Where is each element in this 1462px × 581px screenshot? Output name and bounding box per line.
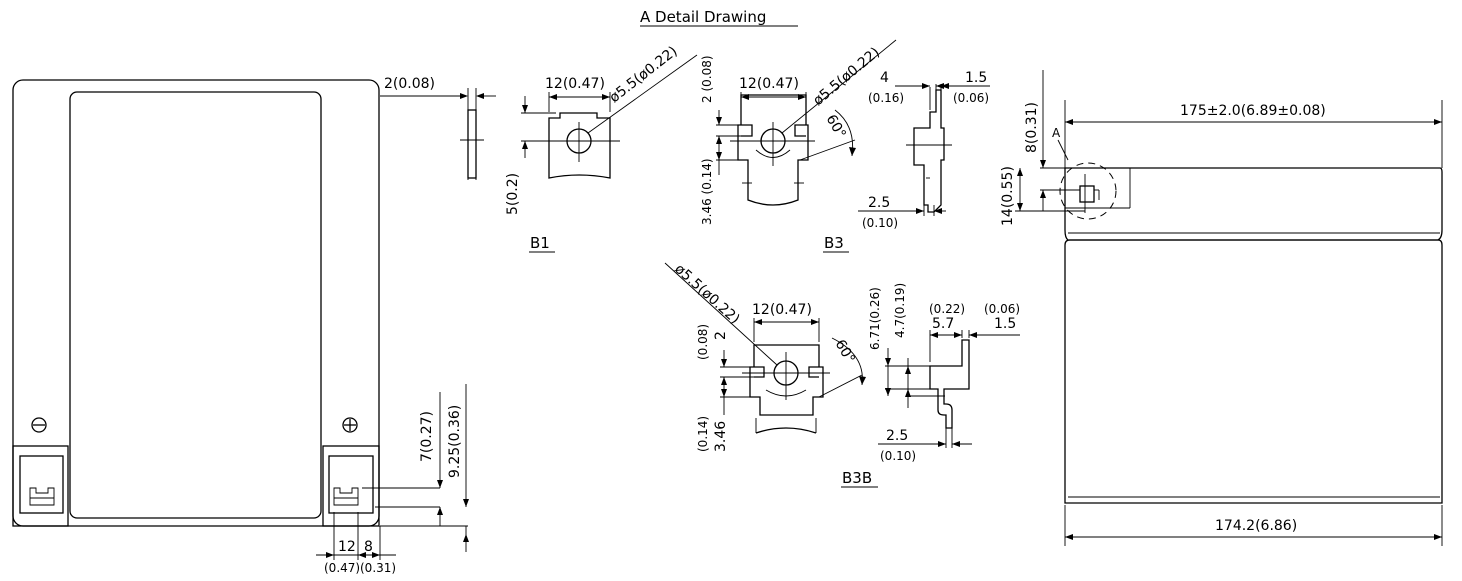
b3b-w25-in: (0.10): [880, 449, 916, 463]
b3b-h47: 4.7(0.19): [893, 283, 907, 338]
b3-mid: 3.46 (0.14): [700, 158, 714, 225]
b3-top: 2 (0.08): [700, 55, 714, 103]
b3-label: B3: [824, 234, 844, 252]
detail-b1: 12(0.47) ø5.5(ø0.22) 5(0.2) B1: [505, 43, 698, 253]
dim-w8: 8: [364, 539, 373, 555]
dim-h1: 7(0.27): [419, 411, 435, 462]
b1-label: B1: [530, 234, 550, 252]
b3-angle: 60°: [823, 112, 849, 142]
side-view: A 175±2.0(6.89±0.08) 8(0.31) 14(0.55) 17…: [1000, 70, 1443, 546]
terminal-height: 14(0.55): [1000, 166, 1016, 226]
b1-height: 5(0.2): [505, 173, 521, 215]
b3-side-15-in: (0.06): [953, 91, 989, 105]
b3-side-4: 4: [880, 70, 889, 86]
b3b-w15: 1.5: [994, 316, 1016, 332]
detail-b3b: 12(0.47) ø5.5(ø0.22) 60° 2 (0.08) 3.46 (…: [664, 261, 1020, 488]
b3-side-25: 2.5: [868, 195, 890, 211]
dim-w12-in: (0.47): [324, 561, 360, 575]
b3b-top: 2: [713, 331, 729, 340]
dim-top-gap: 2(0.08): [384, 76, 435, 92]
dim-w12: 12: [338, 539, 356, 555]
b3b-top-in: (0.08): [696, 324, 710, 360]
total-height: 175±2.0(6.89±0.08): [1180, 103, 1326, 119]
drawing-title: A Detail Drawing: [640, 8, 766, 26]
dim-w8-in: (0.31): [360, 561, 396, 575]
negative-icon: [31, 417, 47, 433]
b3b-width: 12(0.47): [752, 302, 812, 318]
b3-side-25-in: (0.10): [862, 216, 898, 230]
dim-h2: 9.25(0.36): [447, 405, 463, 478]
b3b-hole: ø5.5(ø0.22): [671, 261, 742, 327]
b3b-h671: 6.71(0.26): [868, 287, 882, 350]
front-view: 2(0.08) 7(0.27) 9.25(0.36) 12 8 (0.47): [12, 76, 496, 575]
b3-width: 12(0.47): [739, 76, 799, 92]
detail-marker-a: A: [1052, 126, 1061, 140]
b3-side-4-in: (0.16): [868, 91, 904, 105]
b3-side-15: 1.5: [965, 70, 987, 86]
b3b-w25: 2.5: [886, 428, 908, 444]
b3b-w57-in: (0.22): [929, 302, 965, 316]
terminal-top: 8(0.31): [1024, 102, 1040, 153]
b3b-mid: 3.46: [713, 421, 729, 452]
b3b-angle: 60°: [832, 337, 858, 367]
body-height: 174.2(6.86): [1215, 518, 1297, 534]
positive-icon: [342, 417, 358, 433]
b3b-w57: 5.7: [932, 316, 954, 332]
detail-b3: 12(0.47) ø5.5(ø0.22) 60° 2 (0.08) 3.46 (…: [700, 39, 990, 253]
b3b-w15-in: (0.06): [984, 302, 1020, 316]
b3b-mid-in: (0.14): [696, 416, 710, 452]
b1-width: 12(0.47): [545, 76, 605, 92]
b3b-label: B3B: [842, 469, 872, 487]
